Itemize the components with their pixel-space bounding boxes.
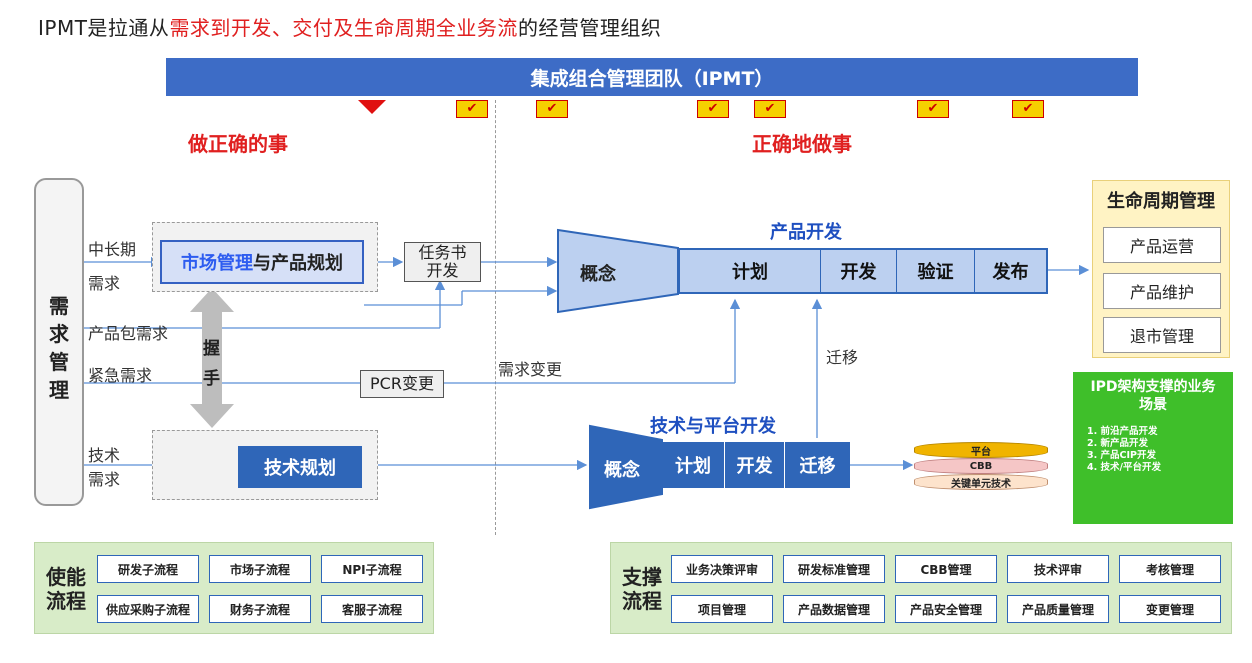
ipd-scenario-box: IPD架构支撑的业务场景 1. 前沿产品开发 2. 新产品开发 3. 产品CIP…	[1073, 372, 1233, 524]
product-dev-stage-concept: 概念	[580, 264, 616, 285]
enabling-item: 研发子流程	[97, 555, 199, 583]
enabling-item: 供应采购子流程	[97, 595, 199, 623]
stack-layer-cbb: CBB	[914, 458, 1048, 474]
task-dev-line1: 任务书	[418, 243, 467, 262]
checkmark-icon: ✔	[1012, 100, 1044, 118]
pcr-box: PCR变更	[360, 370, 444, 398]
lifecycle-item: 产品运营	[1103, 227, 1221, 263]
label-tech-1: 技术	[88, 446, 121, 465]
label-mid-long-1: 中长期	[88, 240, 137, 259]
support-item: CBB管理	[895, 555, 997, 583]
enabling-item: 财务子流程	[209, 595, 311, 623]
ipmt-bar: 集成组合管理团队（IPMT）	[166, 58, 1138, 96]
ipd-title: IPD架构支撑的业务场景	[1090, 379, 1216, 413]
market-planning-rest: 与产品规划	[253, 253, 343, 274]
checkmark-icon: ✔	[456, 100, 488, 118]
ipd-item: 4. 技术/平台开发	[1087, 462, 1161, 473]
market-planning-blue: 市场管理	[181, 253, 253, 274]
tech-platform-stage-migrate: 迁移	[784, 442, 850, 488]
enabling-title-text: 使能流程	[46, 565, 86, 613]
label-product-pkg: 产品包需求	[88, 324, 169, 343]
platform-stack: 平台 CBB 关键单元技术	[914, 440, 1048, 492]
title-highlight: 需求到开发、交付及生命周期全业务流	[169, 16, 518, 40]
enabling-process-panel: 使能流程 研发子流程 市场子流程 NPI子流程 供应采购子流程 财务子流程 客服…	[34, 542, 434, 634]
grip-label-1: 握	[203, 339, 220, 359]
enabling-item: 市场子流程	[209, 555, 311, 583]
title-part1: IPMT是拉通从	[38, 16, 170, 40]
support-item: 项目管理	[671, 595, 773, 623]
ipd-item: 1. 前沿产品开发	[1087, 426, 1158, 437]
checkmark-icon: ✔	[754, 100, 786, 118]
page-title: IPMT是拉通从需求到开发、交付及生命周期全业务流的经营管理组织	[38, 12, 661, 41]
product-dev-funnel	[557, 228, 679, 314]
checkmark-icon: ✔	[536, 100, 568, 118]
lifecycle-title: 生命周期管理	[1107, 191, 1215, 212]
product-dev-stage-plan: 计划	[732, 262, 768, 283]
right-heading: 正确地做事	[752, 132, 852, 156]
tech-platform-pipeline: 计划 开发 迁移	[662, 442, 850, 488]
tech-platform-stage-concept: 概念	[604, 460, 640, 481]
tech-planning-box: 技术规划	[238, 446, 362, 488]
support-item: 业务决策评审	[671, 555, 773, 583]
product-dev-stage-verify: 验证	[896, 250, 974, 292]
tech-platform-funnel	[589, 424, 663, 510]
stack-layer-platform: 平台	[914, 442, 1048, 458]
task-dev-line2: 开发	[426, 261, 459, 280]
enabling-item: NPI子流程	[321, 555, 423, 583]
support-title-text: 支撑流程	[622, 565, 662, 613]
title-part2: 的经营管理组织	[517, 16, 662, 40]
grip-label-2: 手	[203, 369, 220, 389]
stack-layer-key-tech: 关键单元技术	[914, 474, 1048, 490]
label-mid-long-2: 需求	[88, 274, 121, 293]
product-dev-title: 产品开发	[770, 222, 842, 243]
label-req-change: 需求变更	[498, 360, 563, 379]
ipd-item: 3. 产品CIP开发	[1087, 450, 1156, 461]
product-dev-stage-develop: 开发	[820, 250, 896, 292]
lifecycle-box: 生命周期管理 产品运营 产品维护 退市管理	[1092, 180, 1230, 358]
lifecycle-item: 产品维护	[1103, 273, 1221, 309]
checkmark-icon: ✔	[917, 100, 949, 118]
label-urgent: 紧急需求	[88, 366, 153, 385]
requirement-management-text: 需求管理	[49, 294, 69, 402]
support-item: 产品质量管理	[1007, 595, 1109, 623]
support-item: 变更管理	[1119, 595, 1221, 623]
support-item: 研发标准管理	[783, 555, 885, 583]
lifecycle-item: 退市管理	[1103, 317, 1221, 353]
red-triangle-marker	[358, 100, 386, 114]
support-item: 考核管理	[1119, 555, 1221, 583]
requirement-management-label: 需求管理	[34, 292, 84, 404]
product-dev-stage-release: 发布	[974, 250, 1046, 292]
requirement-management-box	[34, 178, 84, 506]
checkmark-icon: ✔	[697, 100, 729, 118]
tech-platform-stage-develop: 开发	[724, 442, 784, 488]
task-dev-box: 任务书 开发	[404, 242, 481, 282]
tech-platform-title: 技术与平台开发	[650, 416, 776, 437]
enabling-item: 客服子流程	[321, 595, 423, 623]
left-heading: 做正确的事	[188, 132, 288, 156]
product-dev-pipeline: 计划 开发 验证 发布	[678, 248, 1048, 294]
tech-platform-stage-plan: 计划	[675, 456, 711, 477]
enabling-title: 使能流程	[41, 565, 91, 613]
support-item: 产品安全管理	[895, 595, 997, 623]
support-item: 产品数据管理	[783, 595, 885, 623]
support-process-panel: 支撑流程 业务决策评审 研发标准管理 CBB管理 技术评审 考核管理 项目管理 …	[610, 542, 1232, 634]
ipd-item: 2. 新产品开发	[1087, 438, 1149, 449]
divider-line	[495, 100, 496, 535]
label-migrate: 迁移	[826, 348, 859, 367]
market-planning-box: 市场管理与产品规划	[160, 240, 364, 284]
support-title: 支撑流程	[617, 565, 667, 613]
support-item: 技术评审	[1007, 555, 1109, 583]
label-tech-2: 需求	[88, 470, 121, 489]
